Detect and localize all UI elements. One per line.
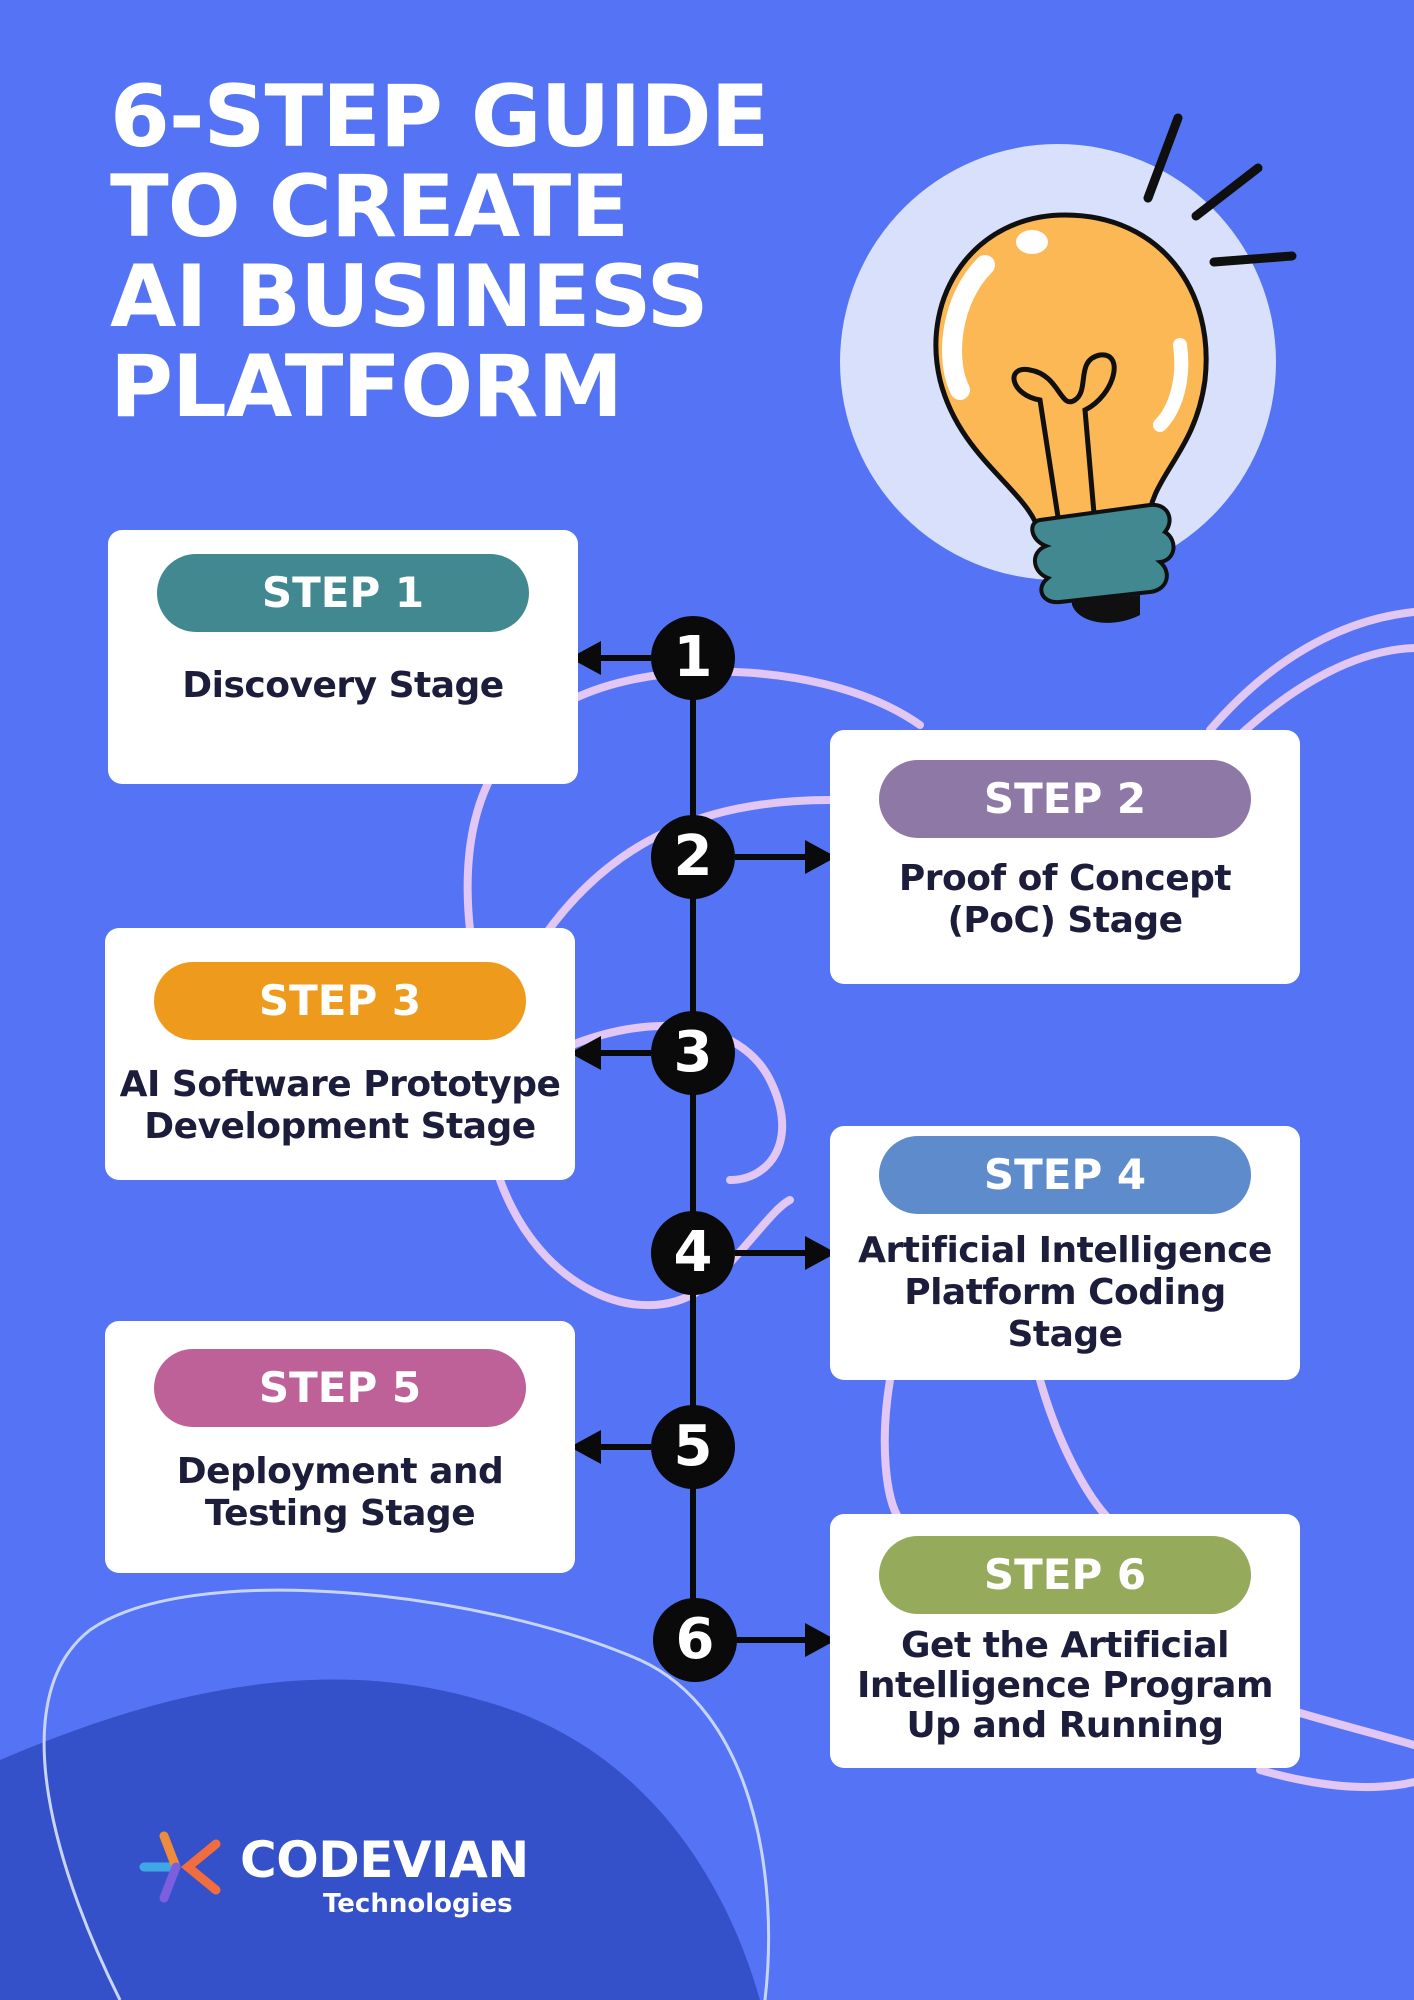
step-node-1: 1 (651, 616, 735, 700)
step-text-4: Artificial Intelligence Platform Coding … (858, 1230, 1272, 1355)
step-text-6: Get the Artificial Intelligence Program … (857, 1625, 1273, 1746)
step-pill-3: STEP 3 (154, 962, 526, 1040)
step-card-3: STEP 3 AI Software Prototype Development… (105, 928, 575, 1180)
step-pill-2: STEP 2 (879, 760, 1251, 838)
step-node-4: 4 (651, 1211, 735, 1295)
step-card-6: STEP 6 Get the Artificial Intelligence P… (830, 1514, 1300, 1768)
codevian-logo: CODEVIAN Technologies (138, 1830, 538, 1940)
step-card-2: STEP 2 Proof of Concept (PoC) Stage (830, 730, 1300, 984)
step-card-5: STEP 5 Deployment and Testing Stage (105, 1321, 575, 1573)
step-text-1: Discovery Stage (182, 665, 504, 706)
step-pill-1: STEP 1 (157, 554, 529, 632)
step-pill-4: STEP 4 (879, 1136, 1251, 1214)
codevian-logo-icon (139, 1831, 221, 1903)
step-text-3: AI Software Prototype Development Stage (119, 1064, 561, 1147)
logo-subtitle: Technologies (323, 1889, 513, 1919)
step-pill-6: STEP 6 (879, 1536, 1251, 1614)
page-title: 6-STEP GUIDE TO CREATE AI BUSINESS PLATF… (110, 67, 769, 437)
bottom-left-outline (42, 1588, 771, 2000)
step-card-4: STEP 4 Artificial Intelligence Platform … (830, 1126, 1300, 1380)
connector-arrows (569, 640, 837, 1658)
step-pill-5: STEP 5 (154, 1349, 526, 1427)
logo-name: CODEVIAN (240, 1831, 529, 1889)
step-node-2: 2 (651, 815, 735, 899)
step-node-5: 5 (651, 1405, 735, 1489)
bottom-left-blob (0, 1679, 760, 2000)
lightbulb-icon (840, 113, 1297, 623)
step-node-6: 6 (653, 1598, 737, 1682)
step-node-3: 3 (651, 1011, 735, 1095)
step-text-2: Proof of Concept (PoC) Stage (898, 858, 1232, 941)
step-card-1: STEP 1 Discovery Stage (108, 530, 578, 784)
step-text-5: Deployment and Testing Stage (176, 1451, 504, 1534)
